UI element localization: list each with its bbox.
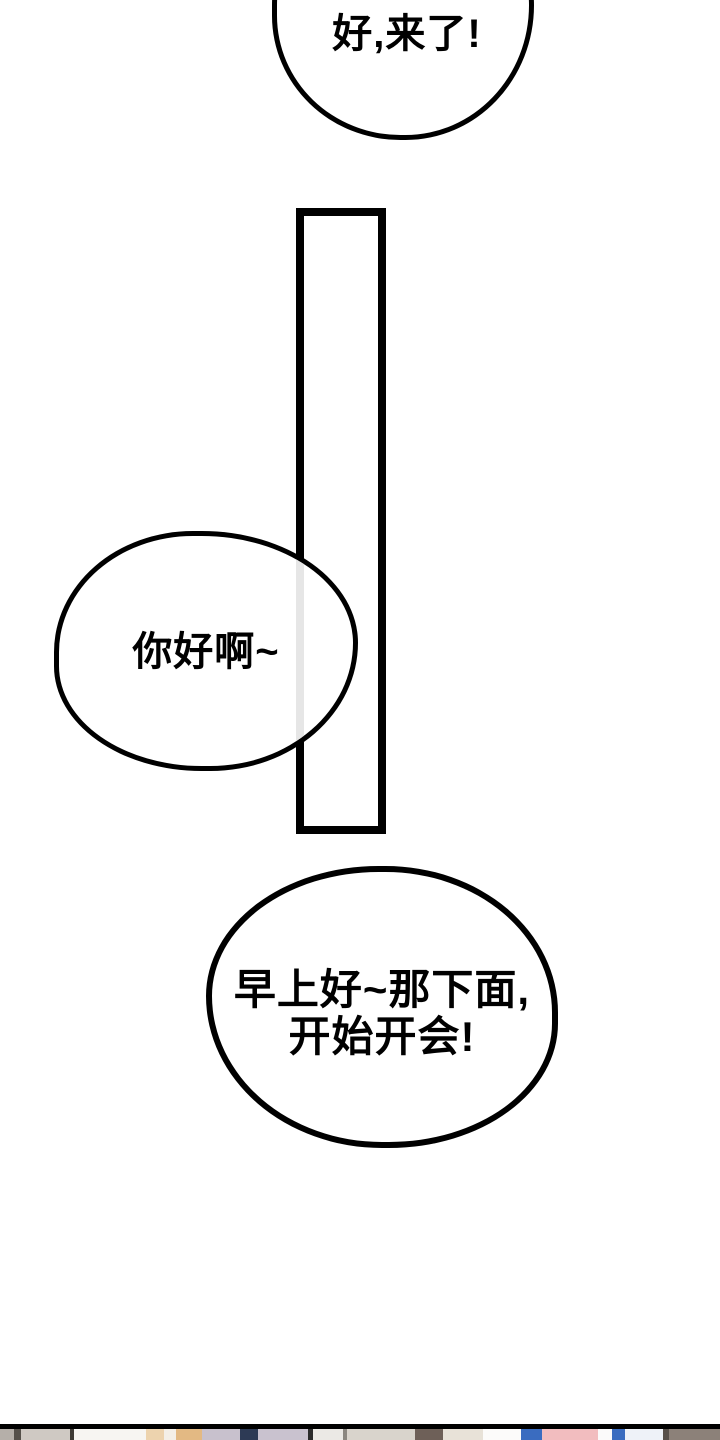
artwork-segment — [258, 1429, 308, 1440]
artwork-segment — [598, 1429, 612, 1440]
artwork-segment — [308, 1429, 313, 1440]
next-panel-artwork — [0, 1424, 720, 1440]
artwork-segment — [164, 1429, 176, 1440]
panel-frame — [296, 208, 386, 834]
speech-bubble-bottom-text-line1: 早上好~那下面, — [233, 966, 531, 1013]
artwork-segment — [347, 1429, 415, 1440]
speech-bubble-bottom — [206, 866, 558, 1148]
artwork-segment — [612, 1429, 625, 1440]
artwork-segment — [343, 1429, 347, 1440]
artwork-segment — [70, 1429, 74, 1440]
artwork-segment — [74, 1429, 146, 1440]
speech-bubble-middle — [54, 531, 358, 771]
artwork-segment — [669, 1429, 720, 1440]
speech-bubble-top-text: 好,来了! — [332, 12, 482, 56]
artwork-segment — [176, 1429, 202, 1440]
speech-bubble-bottom-text-line2: 开始开会! — [288, 1013, 476, 1060]
artwork-segment — [14, 1429, 21, 1440]
artwork-segment — [625, 1429, 663, 1440]
artwork-segment — [521, 1429, 542, 1440]
artwork-segment — [443, 1429, 483, 1440]
artwork-segment — [313, 1429, 343, 1440]
artwork-segment — [663, 1429, 669, 1440]
artwork-segment — [483, 1429, 521, 1440]
artwork-segment — [0, 1429, 14, 1440]
artwork-segment — [202, 1429, 240, 1440]
artwork-segment — [146, 1429, 164, 1440]
artwork-segment — [240, 1429, 258, 1440]
artwork-segment — [21, 1429, 70, 1440]
speech-bubble-bottom-text: 早上好~那下面, 开始开会! — [206, 966, 558, 1060]
artwork-segment — [542, 1429, 598, 1440]
artwork-segment — [415, 1429, 443, 1440]
panel-overlap-strip — [296, 536, 304, 766]
speech-bubble-middle-text: 你好啊~ — [132, 630, 280, 674]
